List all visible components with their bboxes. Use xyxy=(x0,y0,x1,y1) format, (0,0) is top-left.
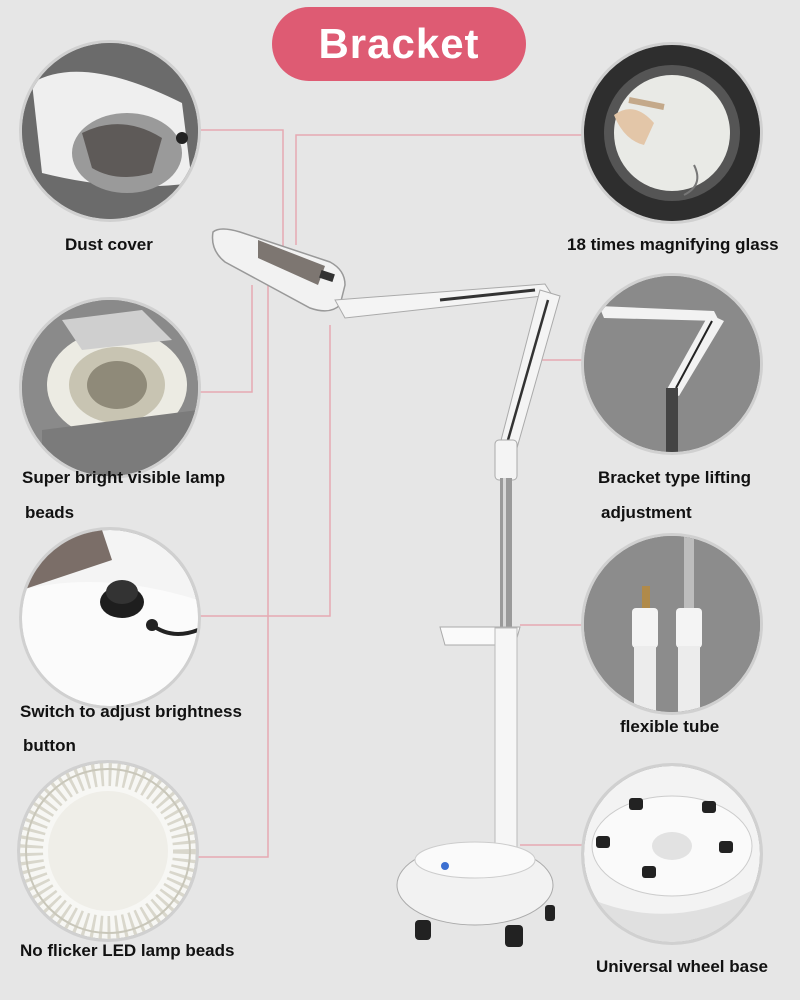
lamp-beads-photo xyxy=(22,300,198,476)
brightness-knob-photo xyxy=(22,530,198,706)
callout-line-led xyxy=(196,285,269,858)
label-bracket-2: adjustment xyxy=(601,503,692,522)
label-brightness: Switch to adjust brightness xyxy=(20,702,242,721)
label-brightness-2: button xyxy=(23,736,76,755)
label-tube: flexible tube xyxy=(620,717,720,736)
label-led: No flicker LED lamp beads xyxy=(20,941,235,960)
callout-line-lamp-beads xyxy=(196,285,253,393)
page-title: Bracket xyxy=(318,20,480,67)
callout-line-dust-cover xyxy=(196,129,284,250)
wheel-base-photo xyxy=(584,766,760,942)
callout-line-brightness xyxy=(196,325,331,617)
led-ring-photo xyxy=(20,763,196,939)
callout-line-magnifier xyxy=(295,134,583,245)
label-magnifier: 18 times magnifying glass xyxy=(567,235,779,254)
bracket-arm-photo xyxy=(584,276,760,452)
dust-cover-photo xyxy=(22,43,198,219)
title-banner: Bracket xyxy=(272,7,526,81)
magnifying-glass-photo xyxy=(584,45,760,221)
label-bracket: Bracket type lifting xyxy=(598,468,752,487)
flexible-tube-photo xyxy=(584,536,760,712)
label-lamp-beads-2: beads xyxy=(25,503,75,522)
label-lamp-beads: Super bright visible lamp xyxy=(22,468,226,487)
label-dust-cover: Dust cover xyxy=(65,235,153,254)
label-base: Universal wheel base xyxy=(596,957,768,976)
